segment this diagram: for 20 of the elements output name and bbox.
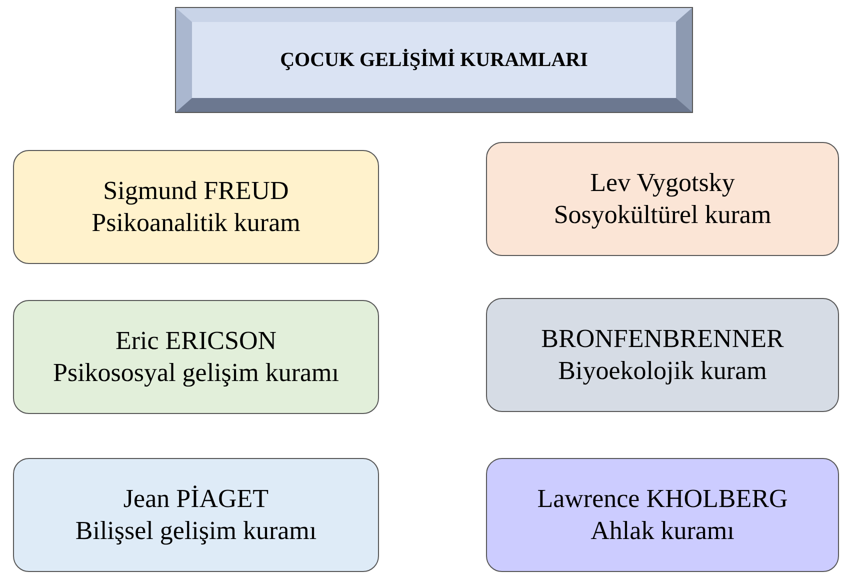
theory-box (486, 142, 839, 256)
theorist-name: Eric ERICSON (115, 325, 277, 357)
theory-name: Psikoanalitik kuram (92, 207, 300, 239)
theorist-name: BRONFENBRENNER (541, 323, 784, 355)
theorist-name: Lev Vygotsky (590, 167, 735, 199)
heading: ÇOCUK GELİŞİMİ KURAMLARI (280, 48, 588, 72)
theorist-name: Jean PİAGET (123, 483, 269, 515)
theory-box (486, 298, 839, 412)
theorist-name: Sigmund FREUD (103, 175, 289, 207)
theory-name: Ahlak kuramı (590, 515, 734, 547)
theory-box (13, 300, 379, 414)
theory-box (486, 458, 839, 572)
theory-name: Psikososyal gelişim kuramı (53, 357, 339, 389)
theorist-name: Lawrence KHOLBERG (537, 483, 788, 515)
theory-name: Bilişsel gelişim kuramı (75, 515, 317, 547)
theory-name: Sosyokültürel kuram (554, 199, 772, 231)
theory-name: Biyoekolojik kuram (558, 355, 767, 387)
theory-box (13, 150, 379, 264)
theory-box (13, 458, 379, 572)
title-panel (176, 8, 692, 112)
